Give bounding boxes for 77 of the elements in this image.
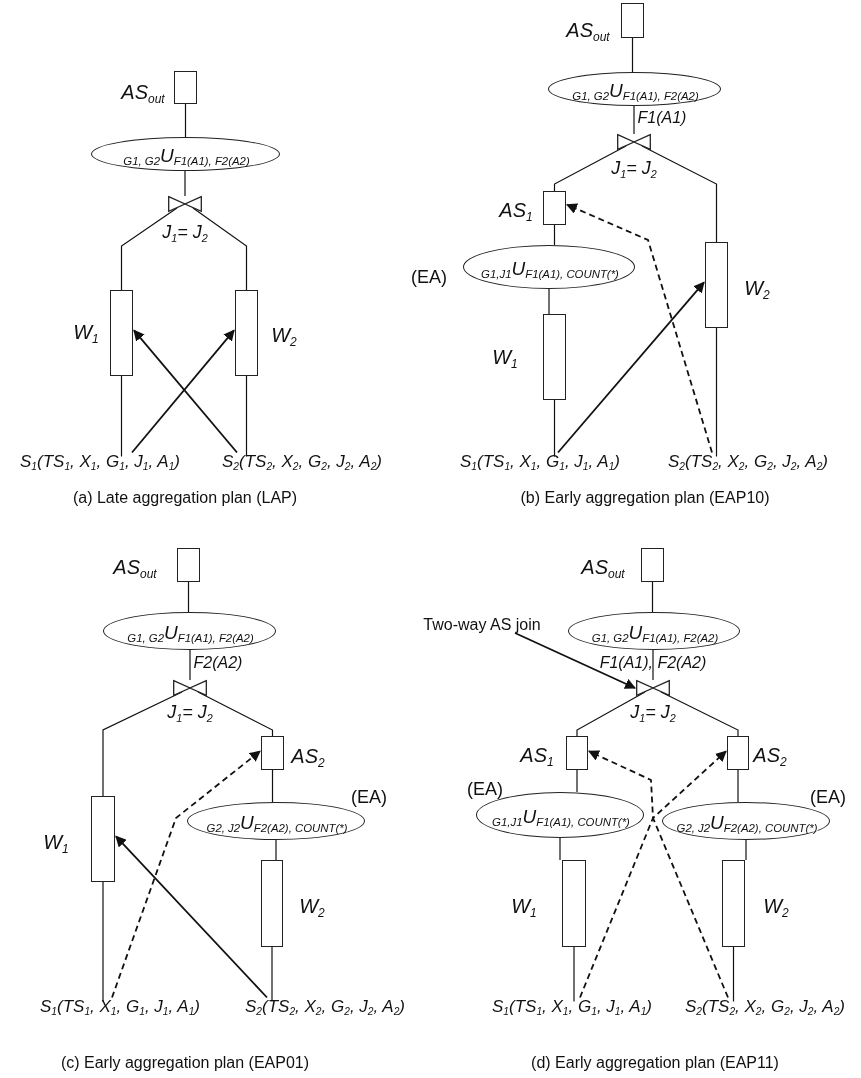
- figure-caption: (c) Early aggregation plan (EAP01): [60, 1055, 310, 1071]
- annotation-label: (EA): [810, 788, 846, 806]
- connector-line: [553, 399, 556, 458]
- connector-line: [184, 170, 186, 197]
- figure-caption: (a) Late aggregation plan (LAP): [72, 490, 298, 506]
- operator-label: AS$_{2}$: [753, 745, 787, 765]
- operator-label: W$_{1}$: [43, 832, 69, 852]
- connector-line: [120, 207, 178, 291]
- connector-line: [633, 105, 635, 135]
- connector-line: [189, 649, 191, 681]
- join-condition: J$_{1}$= J$_{2}$: [167, 703, 213, 721]
- connector-line: [651, 581, 654, 613]
- connector-line: [652, 649, 654, 681]
- stream-schema: S$_{1}$(TS$_{1}$, X$_{1}$, G$_{1}$, J$_{1}$, A$_{1}$): [460, 452, 620, 470]
- operator-label: AS$_{1}$: [499, 200, 533, 220]
- join-condition: J$_{1}$= J$_{2}$: [611, 159, 657, 177]
- leader-line: [514, 632, 636, 689]
- aggregate-label: F2(A2): [193, 655, 243, 671]
- connector-line: [576, 769, 578, 793]
- stream-schema: S$_{2}$(TS$_{2}$, X$_{2}$, G$_{2}$, J$_{2}$, A$_{2}$): [222, 452, 382, 470]
- annotation-label: (EA): [467, 780, 503, 798]
- connector-line: [631, 37, 634, 73]
- connector-line: [197, 691, 274, 737]
- operator-label: AS$_{out}$: [566, 20, 610, 40]
- connector-line: [715, 327, 718, 458]
- operator-label: W$_{2}$: [299, 896, 325, 916]
- connector-line: [184, 103, 187, 138]
- operator-label: AS$_{out}$: [121, 82, 165, 102]
- stream-schema: S$_{1}$(TS$_{1}$, X$_{1}$, G$_{1}$, J$_{1}$, A$_{1}$): [40, 997, 200, 1015]
- connector-line: [660, 691, 739, 737]
- stream-schema: S$_{2}$(TS$_{2}$, X$_{2}$, G$_{2}$, J$_{2}$, A$_{2}$): [685, 997, 845, 1015]
- operator-label: AS$_{2}$: [291, 746, 325, 766]
- connector-line: [553, 224, 556, 246]
- connector-line: [553, 145, 627, 192]
- connector-line: [192, 207, 248, 291]
- operator-label: W$_{2}$: [271, 325, 297, 345]
- operator-label: W$_{1}$: [492, 347, 518, 367]
- arrow: [115, 835, 268, 999]
- connector-line: [271, 946, 273, 1003]
- arrow: [566, 203, 713, 454]
- connector-line: [576, 691, 646, 737]
- aggregate-label: F1(A1), F2(A2): [599, 655, 707, 671]
- connector-line: [275, 839, 277, 861]
- connector-line: [559, 837, 561, 861]
- operator-label: W$_{2}$: [744, 278, 770, 298]
- arrow: [557, 281, 705, 454]
- connector-line: [271, 769, 274, 803]
- connector-line: [102, 691, 183, 797]
- stream-schema: S$_{2}$(TS$_{2}$, X$_{2}$, G$_{2}$, J$_{2}$, A$_{2}$): [245, 997, 405, 1015]
- annotation-label: (EA): [411, 268, 447, 286]
- connector-line: [573, 946, 575, 1003]
- operator-label: W$_{1}$: [73, 322, 99, 342]
- connector-line: [732, 946, 735, 1003]
- join-condition: J$_{1}$= J$_{2}$: [630, 703, 676, 721]
- operator-label: AS$_{out}$: [113, 557, 157, 577]
- stream-schema: S$_{1}$(TS$_{1}$, X$_{1}$, G$_{1}$, J$_{1}$, A$_{1}$): [492, 997, 652, 1015]
- connector-line: [641, 145, 718, 243]
- operator-label: AS$_{out}$: [581, 557, 625, 577]
- operator-label: AS$_{1}$: [520, 745, 554, 765]
- annotation-label: (EA): [351, 788, 387, 806]
- connector-line: [745, 839, 747, 861]
- annotation-text: Two-way AS join: [423, 617, 541, 633]
- connector-line: [187, 581, 190, 613]
- connector-line: [245, 375, 248, 458]
- connector-line: [737, 769, 739, 803]
- connector-line: [102, 881, 104, 1003]
- figure-caption: (b) Early aggregation plan (EAP10): [520, 490, 770, 506]
- figure-caption: (d) Early aggregation plan (EAP11): [531, 1055, 779, 1071]
- join-condition: J$_{1}$= J$_{2}$: [162, 223, 208, 241]
- aggregate-label: F1(A1): [637, 110, 687, 126]
- operator-label: W$_{1}$: [511, 896, 537, 916]
- stream-schema: S$_{2}$(TS$_{2}$, X$_{2}$, G$_{2}$, J$_{2}$, A$_{2}$): [668, 452, 828, 470]
- connector-line: [548, 288, 550, 315]
- operator-label: W$_{2}$: [763, 896, 789, 916]
- connector-line: [120, 375, 123, 458]
- stream-schema: S$_{1}$(TS$_{1}$, X$_{1}$, G$_{1}$, J$_{1}$, A$_{1}$): [20, 452, 180, 470]
- arrow: [111, 750, 261, 999]
